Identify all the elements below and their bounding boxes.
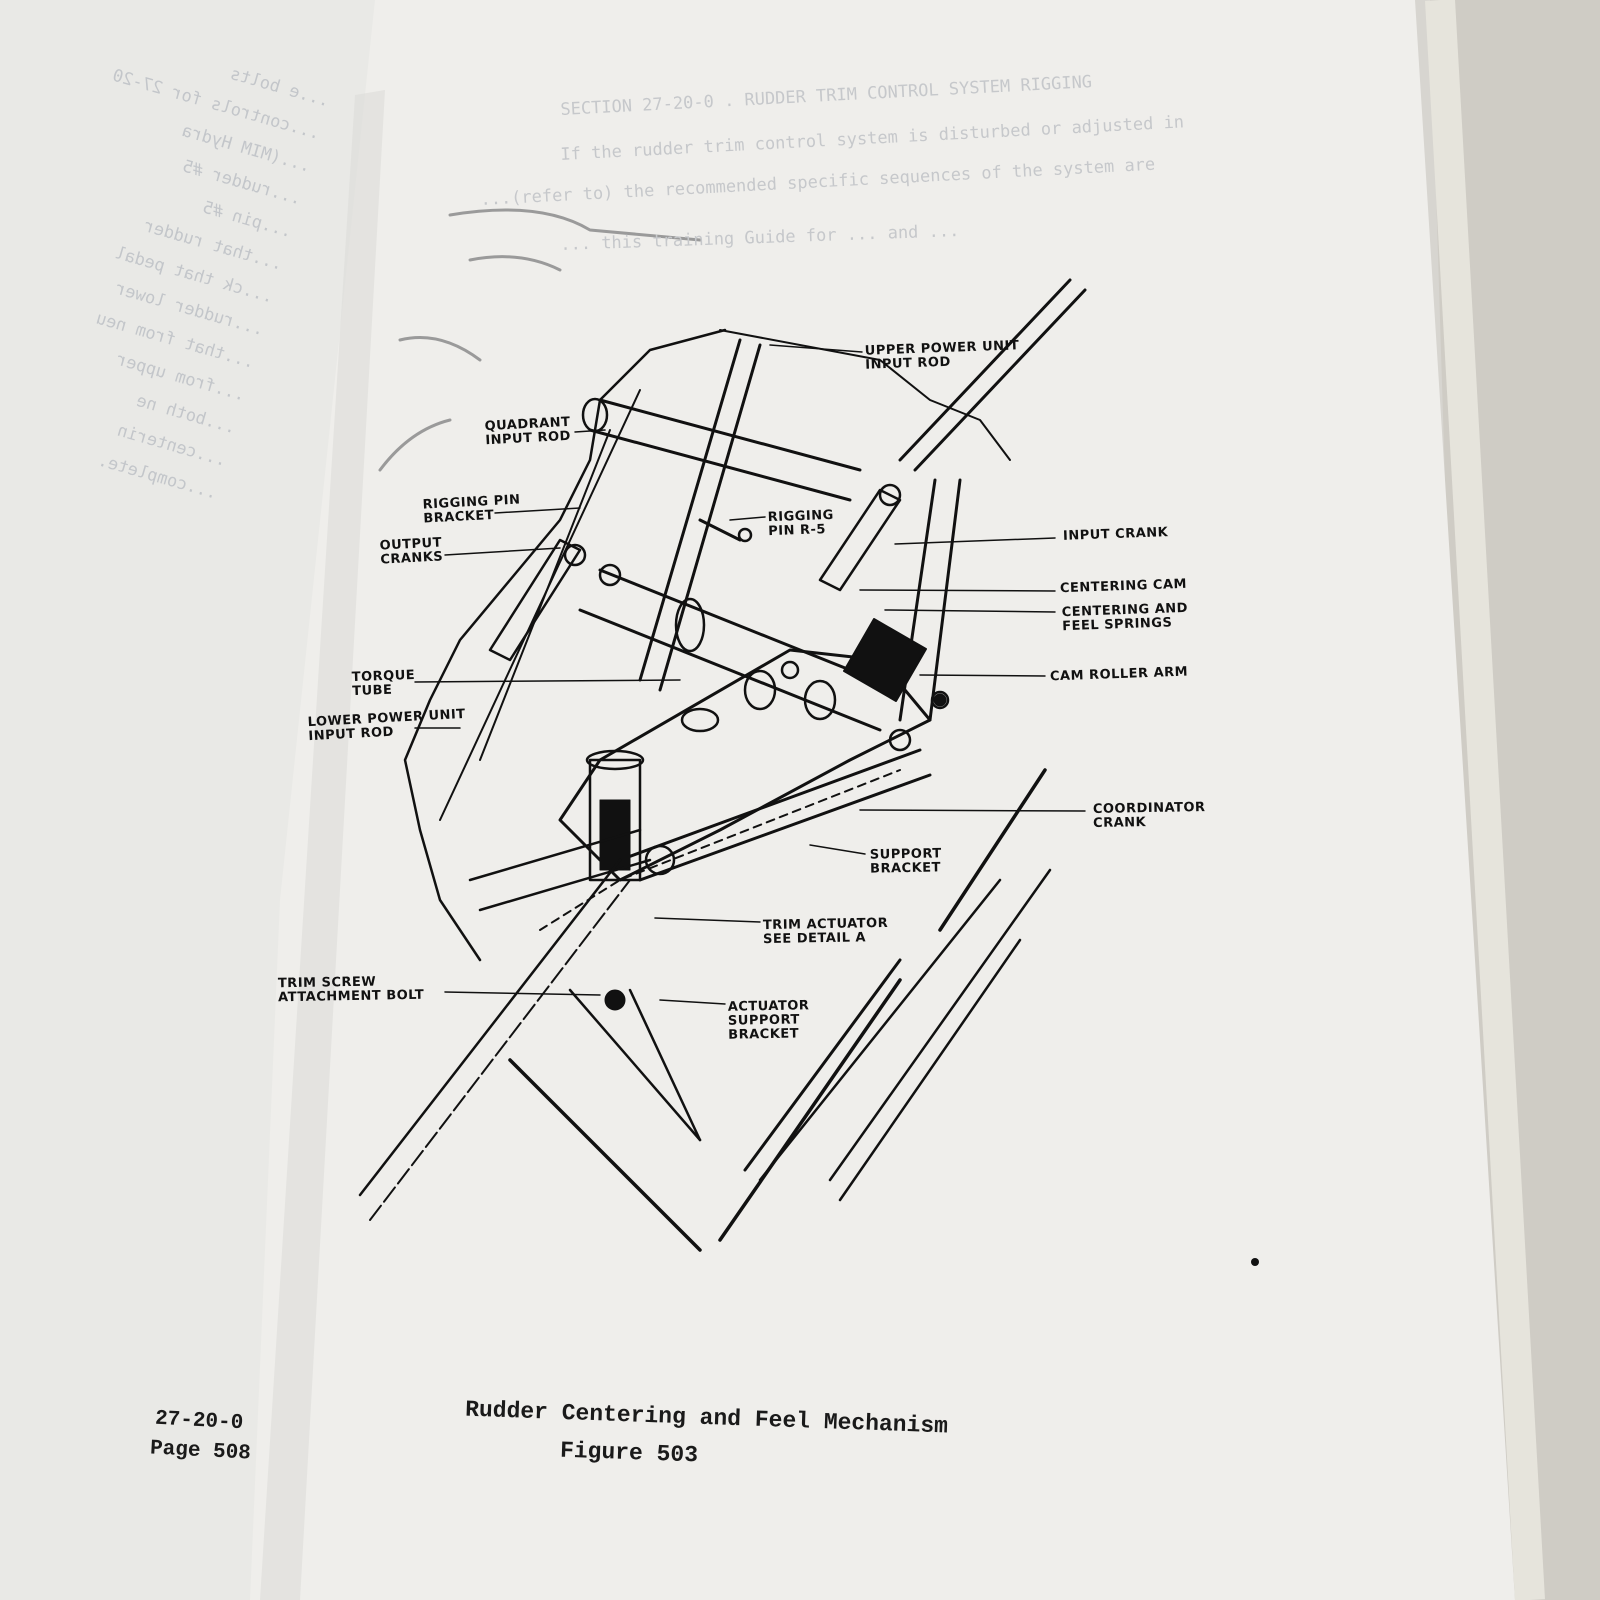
output-cranks-shape <box>488 538 622 662</box>
callout-trim-actuator: TRIM ACTUATOR SEE DETAIL A <box>762 915 889 948</box>
page-stack-edge <box>1425 0 1545 1600</box>
rigging-pin-shape <box>698 518 742 542</box>
trim-screw-bolt-shape <box>604 989 626 1011</box>
input-crank-shape <box>818 483 902 592</box>
upper-rod-2 <box>913 288 1087 472</box>
callout-torque-tube: TORQUE TUBE <box>351 667 416 700</box>
structure-rail-4 <box>479 429 611 761</box>
structure-rail-1 <box>638 338 742 682</box>
callout-coordinator-crank: COORDINATOR CRANK <box>1092 800 1206 831</box>
leader-lines <box>414 344 1086 1005</box>
frame-post-1 <box>928 478 962 722</box>
gutter-shadow <box>260 90 385 1600</box>
callout-rigging-pin-r5: RIGGING PIN R-5 <box>767 507 835 540</box>
callout-actuator-support-bracket: ACTUATOR SUPPORT BRACKET <box>727 998 810 1043</box>
mechanism-drawing <box>358 208 1259 1266</box>
callout-support-bracket: SUPPORT BRACKET <box>869 846 942 877</box>
ink-dot <box>1251 1258 1259 1266</box>
lower-structure-lines <box>358 768 1052 1252</box>
callout-centering-and-feel-springs: CENTERING AND FEEL SPRINGS <box>1061 600 1189 635</box>
right-page <box>250 0 1515 1600</box>
centering-cam-springs-shape <box>843 618 947 707</box>
cutaway-outline <box>403 328 727 962</box>
callout-trim-screw-attachment-bolt: TRIM SCREW ATTACHMENT BOLT <box>277 974 425 1006</box>
callout-output-cranks: OUTPUT CRANKS <box>379 535 444 568</box>
rigging-pin-head <box>737 527 753 543</box>
upper-rod-1 <box>898 278 1072 462</box>
scribble-marks <box>378 208 702 472</box>
figure-number: Figure 503 <box>559 1437 699 1469</box>
callout-rigging-pin-bracket: RIGGING PIN BRACKET <box>422 492 521 527</box>
callout-quadrant-input-rod: QUADRANT INPUT ROD <box>484 414 572 449</box>
callout-upper-power-unit-input-rod: UPPER POWER UNIT INPUT ROD <box>864 338 1020 373</box>
footer-section-number: 27-20-0 <box>154 1407 244 1436</box>
